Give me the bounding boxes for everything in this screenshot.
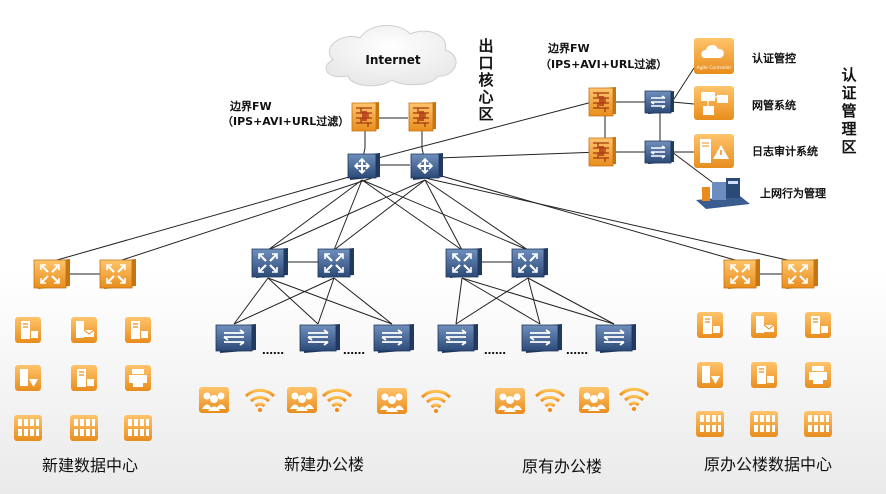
office-new-ellipsis-1: …… (262, 344, 284, 357)
dc-new-mail-server (70, 316, 98, 344)
office-old-access-switch-1 (437, 323, 479, 354)
dc-old-server-1 (696, 311, 724, 339)
dc-new-storage-3 (124, 415, 152, 441)
dc-old-storage-3 (804, 411, 832, 437)
dc-new-server-1 (14, 316, 42, 344)
auth-fw-label: 边界FW (547, 41, 590, 55)
office-old-ellipsis-2: …… (566, 344, 588, 357)
auth-zone-title: 认证管理区 (841, 66, 857, 156)
zone-label-dc-new: 新建数据中心 (42, 456, 138, 475)
zone-labels: 新建数据中心 新建办公楼 原有办公楼 原办公楼数据中心 (42, 455, 832, 476)
system-label-auth-control: 认证管控 (752, 51, 796, 65)
authTitle-char: 理 (841, 120, 856, 138)
office-new-access-switch-1 (215, 323, 257, 354)
office-new-agg-switch-2 (316, 246, 356, 280)
office-new-access-switch-3 (373, 323, 415, 354)
zone-label-dc-old: 原办公楼数据中心 (704, 455, 832, 474)
auth-fw-label-group: 边界FW （IPS+AVI+URL过滤） (540, 41, 667, 71)
core-fw-label-group: 边界FW （IPS+AVI+URL过滤） (222, 99, 349, 128)
network-management-icon (694, 86, 734, 120)
dc-old-mail-server (750, 311, 778, 339)
dc-new-switch-1 (32, 257, 72, 291)
internet-label: Internet (365, 53, 420, 67)
dc-old-switch-1 (722, 257, 762, 291)
dc-old-print-server (805, 362, 831, 388)
auth-firewall-1 (588, 86, 617, 117)
authTitle-char: 证 (841, 84, 856, 102)
office-old-agg-switch-2 (510, 246, 550, 280)
dc-old-storage-1 (696, 411, 724, 437)
office-new-users-2 (287, 387, 317, 413)
coreTitle-char: 心 (478, 88, 493, 106)
core-firewall-1 (351, 101, 380, 132)
authTitle-char: 区 (841, 138, 856, 156)
office-new-wifi-3 (420, 389, 452, 415)
office-old-wifi-1 (534, 388, 566, 414)
behavior-management-appliance-icon (696, 178, 750, 209)
authTitle-char: 管 (841, 102, 856, 120)
dc-new-storage-1 (14, 415, 42, 441)
auth-switch-1 (644, 90, 675, 115)
office-old-agg-switch-1 (444, 246, 484, 280)
system-label-network-mgmt: 网管系统 (752, 98, 796, 112)
system-label-log-audit: 日志审计系统 (752, 144, 818, 158)
auth-fw-sublabel: （IPS+AVI+URL过滤） (540, 57, 667, 71)
office-new-ellipsis-2: …… (343, 344, 365, 357)
office-new-users-3 (377, 388, 407, 414)
coreTitle-char: 口 (478, 54, 493, 72)
core-router-2 (410, 152, 444, 181)
core-firewall-2 (408, 101, 437, 132)
dc-new-switch-2 (98, 257, 138, 291)
office-old-endpoints (495, 387, 650, 414)
auth-switch-2 (644, 140, 675, 165)
dc-new-print-server (125, 365, 151, 391)
dc-new-servers (14, 316, 152, 441)
office-old-access-switch-3 (595, 323, 637, 354)
dc-new-security-server (15, 365, 41, 391)
office-new-endpoints (199, 387, 452, 415)
office-new-access-switch-2 (299, 323, 341, 354)
dc-new-server-3 (70, 364, 98, 392)
office-old-users-2 (579, 387, 609, 413)
dc-old-switch-2 (780, 257, 820, 291)
coreTitle-char: 出 (478, 37, 493, 55)
office-new-agg-switch-1 (250, 246, 290, 280)
dc-new-storage-2 (70, 415, 98, 441)
dc-old-server-3 (750, 361, 778, 389)
system-label-internet-behavior: 上网行为管理 (760, 186, 826, 200)
office-new-wifi-2 (321, 388, 353, 414)
internet-cloud: Internet (325, 24, 457, 87)
core-fw-sublabel: （IPS+AVI+URL过滤） (222, 114, 349, 128)
dc-old-server-2 (804, 311, 832, 339)
auth-system-labels: 认证管控 网管系统 日志审计系统 上网行为管理 (752, 51, 826, 200)
office-old-ellipsis-1: …… (484, 344, 506, 357)
zone-label-office-old: 原有办公楼 (522, 457, 602, 476)
coreTitle-char: 区 (478, 105, 493, 123)
core-zone-title: 出口核心区 (478, 37, 493, 123)
zone-label-office-new: 新建办公楼 (284, 455, 364, 474)
agile-controller-logo-text: Agile Controller (697, 65, 732, 71)
office-new-wifi-1 (244, 388, 276, 414)
connection-lines (49, 67, 797, 325)
auth-firewall-2 (588, 136, 617, 167)
coreTitle-char: 核 (478, 71, 493, 89)
authTitle-char: 认 (841, 66, 857, 84)
dc-new-server-2 (124, 316, 152, 344)
office-new-users-1 (199, 387, 229, 413)
dc-old-servers (696, 311, 832, 437)
agile-controller-icon: Agile Controller (694, 38, 734, 74)
core-fw-label: 边界FW (229, 99, 272, 113)
office-old-access-switch-2 (521, 323, 563, 354)
core-router-1 (347, 152, 381, 181)
office-old-users-1 (495, 388, 525, 414)
dc-old-security-server (697, 362, 723, 388)
dc-old-storage-2 (750, 411, 778, 437)
log-audit-icon (694, 134, 734, 168)
office-old-wifi-2 (618, 387, 650, 413)
